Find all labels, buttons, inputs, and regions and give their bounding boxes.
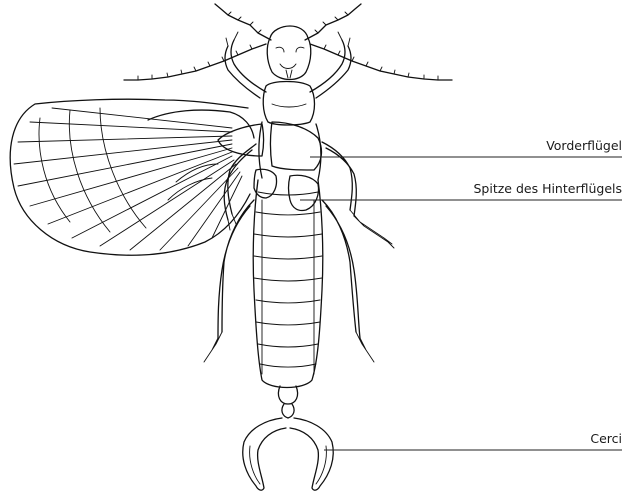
leg-hind-right: [322, 200, 374, 362]
right-antenna: [305, 4, 452, 80]
left-antenna: [124, 4, 271, 80]
abdomen: [253, 180, 323, 388]
leg-mid-right: [322, 142, 394, 248]
label-hindwing-tip: Spitze des Hinterflügels: [473, 181, 622, 196]
pronotum: [263, 82, 314, 126]
leg-front-left: [225, 32, 266, 98]
label-forewing: Vorderflügel: [546, 138, 622, 153]
head: [267, 26, 311, 80]
forewing-right: [271, 122, 322, 170]
cerci: [243, 386, 334, 490]
thorax: [259, 122, 321, 180]
label-cerci: Cerci: [590, 431, 622, 446]
forewing-left: [218, 124, 264, 156]
hindwing-fan: [10, 99, 254, 255]
leg-front-right: [310, 32, 351, 98]
